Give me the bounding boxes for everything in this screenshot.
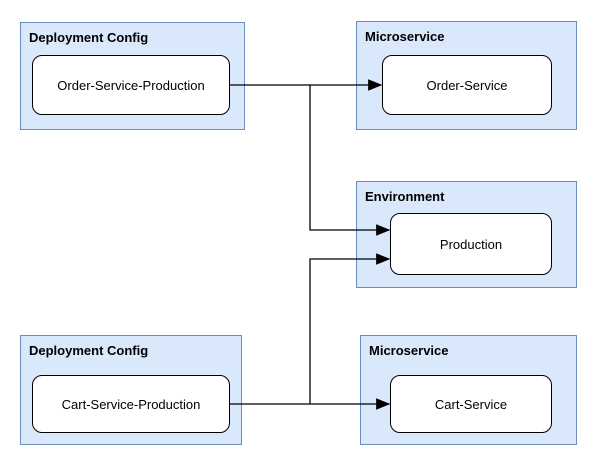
node-order-service-production: Order-Service-Production: [32, 55, 230, 115]
node-label-cart-service: Cart-Service: [434, 396, 508, 412]
node-cart-service: Cart-Service: [390, 375, 552, 433]
node-cart-service-production: Cart-Service-Production: [32, 375, 230, 433]
node-production: Production: [390, 213, 552, 275]
group-label-microservice-1: Microservice: [365, 29, 445, 44]
group-label-deployment-config-2: Deployment Config: [29, 343, 149, 358]
group-label-deployment-config-1: Deployment Config: [29, 30, 149, 45]
node-order-service: Order-Service: [382, 55, 552, 115]
node-label-production: Production: [439, 236, 503, 252]
node-label-order-service: Order-Service: [426, 77, 508, 93]
node-label-cart-service-production: Cart-Service-Production: [61, 396, 201, 412]
node-label-order-service-production: Order-Service-Production: [57, 77, 205, 93]
group-label-microservice-2: Microservice: [369, 343, 449, 358]
group-label-environment: Environment: [365, 189, 445, 204]
